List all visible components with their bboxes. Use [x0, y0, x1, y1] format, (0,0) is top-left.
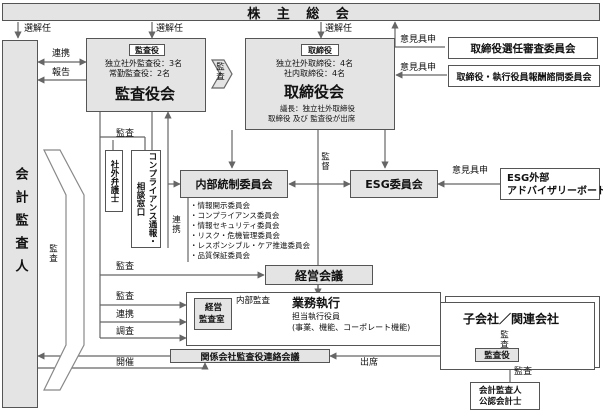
cpa-line1: 会計監査人: [479, 386, 522, 396]
esg-committee-box: ESG委員会: [350, 170, 438, 198]
esg-advisory-line1: ESG外部: [507, 173, 550, 184]
accounting-auditor-box: 会計監査人: [2, 40, 38, 408]
management-meeting-box: 経営会議: [265, 265, 373, 285]
board-title: 取締役会: [284, 83, 345, 101]
audit-office-line1: 経営: [205, 303, 223, 313]
affiliate-auditors-meeting-box: 関係会社監査役連絡会議: [170, 349, 330, 363]
audit-board-title: 監査役会: [115, 85, 176, 103]
audit-be-label: 監査: [116, 292, 135, 302]
board-line2: 社内取締役：4名: [284, 69, 346, 78]
audit-arrow-label: 監査: [214, 62, 225, 81]
audit-sub-label: 監査: [498, 330, 509, 349]
audit-board-line2: 常勤監査役：2名: [109, 69, 171, 78]
list-item: ・リスク・危機管理委員会: [190, 231, 280, 240]
subsidiaries-label: 子会社／関連会社: [463, 312, 560, 326]
elect-dismiss-left-label: 選解任: [24, 24, 52, 34]
cooperate-be-label: 連携: [116, 310, 135, 320]
list-item: ・情報セキュリティ委員会: [190, 221, 280, 230]
list-item: ・レスポンシブル・ケア推進委員会: [190, 241, 310, 250]
board-tag: 取締役: [301, 44, 339, 56]
internal-audit-label: 内部監査: [236, 296, 271, 306]
esg-advisory-line2: アドバイザリーボード: [507, 186, 603, 197]
cpa-box: 会計監査人 公認会計士: [470, 382, 540, 410]
cpa-line2: 公認会計士: [479, 397, 522, 407]
audit-big-label: 監査: [47, 244, 58, 263]
audit-board-tag: 監査役: [129, 44, 165, 56]
board-note1: 議長：独立社外取締役: [280, 104, 355, 113]
business-execution-line2: (事業、機能、コーポレート機能): [292, 323, 411, 332]
convene-label: 開催: [116, 358, 135, 368]
nomination-committee-box: 取締役選任審査委員会: [448, 37, 598, 59]
opinion-label-1: 意見具申: [400, 35, 437, 45]
elect-dismiss-mid-label: 選解任: [156, 24, 184, 34]
audit-ic-label: 監査: [116, 129, 135, 139]
list-item: ・品質保証委員会: [190, 251, 250, 260]
accounting-auditor-label: 会計監査人: [12, 166, 28, 282]
audit-board-line1: 独立社外監査役：3名: [105, 59, 183, 68]
audit-office-box: 経営 監査室: [194, 298, 232, 330]
list-item: ・情報開示委員会: [190, 201, 250, 210]
opinion-label-2: 意見具申: [400, 63, 437, 73]
outside-lawyer-box: 社外弁護士: [105, 150, 123, 212]
esg-advisory-box: ESG外部 アドバイザリーボード: [500, 168, 603, 200]
business-execution-title: 業務執行: [292, 296, 341, 310]
supervise-label: 監督: [319, 152, 330, 171]
investigate-label: 調査: [116, 327, 135, 337]
shareholders-meeting-label: 株 主 総 会: [247, 6, 355, 22]
shareholders-meeting-box: 株 主 総 会: [2, 3, 600, 22]
sub-committee-list: ・情報開示委員会 ・コンプライアンス委員会 ・情報セキュリティ委員会 ・リスク・…: [190, 202, 310, 262]
board-note2: 取締役 及び 監査役が出席: [268, 114, 356, 123]
opinion-label-3: 意見具申: [452, 166, 489, 176]
compliance-desk-box: コンプライアンス通報・相談窓口: [131, 150, 161, 248]
cooperate-top-label: 連携: [52, 49, 71, 59]
audit-cpa-label: 監査: [514, 367, 533, 377]
elect-dismiss-right-label: 選解任: [325, 24, 353, 34]
report-label: 報告: [52, 68, 71, 78]
subsidiary-auditor-box: 監査役: [475, 348, 519, 362]
attend-label: 出席: [360, 358, 379, 368]
board-box: 取締役 独立社外取締役：4名 社内取締役：4名 取締役会 議長：独立社外取締役 …: [245, 38, 395, 130]
board-line1: 独立社外取締役：4名: [276, 59, 354, 68]
business-execution-line1: 担当執行役員: [292, 312, 340, 321]
audit-board-box: 監査役 独立社外監査役：3名 常勤監査役：2名 監査役会: [86, 38, 206, 112]
audit-mm-label: 監査: [116, 262, 135, 272]
compensation-committee-box: 取締役・執行役員報酬諮問委員会: [448, 65, 600, 87]
audit-office-line2: 監査室: [199, 315, 225, 325]
cooperate-mid-label: 連携: [170, 215, 181, 234]
list-item: ・コンプライアンス委員会: [190, 211, 280, 220]
internal-control-committee-box: 内部統制委員会: [180, 170, 288, 198]
